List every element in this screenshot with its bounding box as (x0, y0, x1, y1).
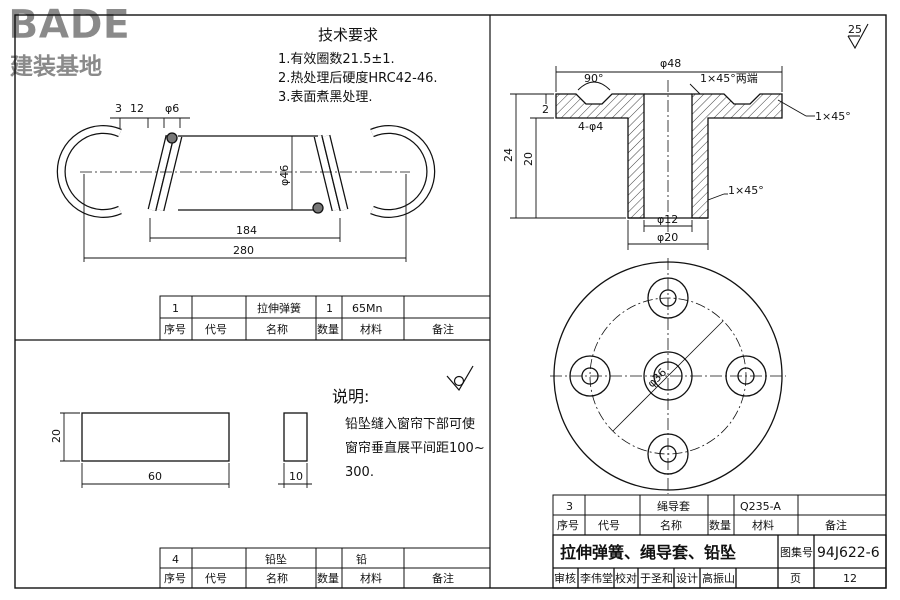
spring-drawing (56, 125, 436, 218)
roughness-value: 25 (848, 23, 862, 36)
table3-header-no: 序号 (557, 518, 579, 532)
table3-header-name: 名称 (660, 518, 682, 532)
table3-header-note: 备注 (825, 518, 847, 532)
spring-dim-12: 12 (130, 102, 144, 115)
logo-subtitle: 建装基地 (10, 54, 102, 80)
checker-signature: 于圣和 (640, 572, 673, 585)
spring-dim-184: 184 (236, 224, 257, 237)
table1-qty: 1 (326, 302, 333, 315)
roughness-icon (847, 23, 869, 50)
weight-dim-height: 20 (50, 429, 63, 443)
surface-finish-icon (446, 365, 474, 392)
designer-signature: 高振山 (702, 571, 735, 585)
weight-dim-thick: 10 (289, 470, 303, 483)
table2-header-material: 材料 (360, 571, 382, 585)
table2-header-note: 备注 (432, 571, 454, 585)
spring-dim-280: 280 (233, 244, 254, 257)
design-label: 设计 (676, 572, 698, 585)
guide-dim-inner: φ12 (657, 213, 678, 226)
guide-dim-2: 2 (542, 103, 549, 116)
table2-material: 铅 (356, 552, 367, 566)
table2-header-name: 名称 (266, 571, 288, 585)
guide-sleeve-plan (550, 258, 786, 494)
guide-sleeve-dimensions (510, 66, 815, 250)
reviewer-signature: 李伟堂 (580, 571, 613, 585)
table3-no: 3 (566, 500, 573, 513)
table1-header-note: 备注 (432, 322, 454, 336)
drawing-title: 拉伸弹簧、绳导套、铅坠 (560, 543, 736, 562)
spring-dim-wire: φ6 (165, 102, 179, 115)
table1-header-material: 材料 (360, 322, 382, 336)
table3-header-material: 材料 (752, 518, 774, 532)
atlas-number: 94J622-6 (817, 545, 880, 561)
lead-weight-drawing (60, 412, 312, 488)
guide-dim-chamfer-b: 1×45° (728, 184, 764, 197)
table1-material: 65Mn (352, 302, 382, 315)
guide-dim-shank: φ20 (657, 231, 678, 244)
guide-dim-outer: φ48 (660, 57, 681, 70)
table3-header-qty: 数量 (709, 519, 731, 532)
table1-header-qty: 数量 (317, 323, 339, 336)
table3-material: Q235-A (740, 500, 781, 513)
technical-requirements: 技术要求 1.有效圈数21.5±1. 2.热处理后硬度HRC42-46. 3.表… (278, 26, 438, 105)
review-label: 审核 (554, 571, 576, 585)
tech-req-title: 技术要求 (318, 26, 378, 44)
bade-logo: BADE 建装基地 (8, 2, 130, 80)
note-title: 说明: (332, 387, 369, 406)
title-block (552, 534, 887, 589)
table3-name: 绳导套 (657, 499, 690, 513)
guide-sleeve-section (555, 80, 783, 232)
page-number: 12 (843, 572, 857, 585)
logo-brand: BADE (8, 2, 130, 48)
guide-dim-chamfer-both: 1×45°两端 (700, 72, 758, 85)
parts-table-spring (159, 295, 491, 341)
note-line: 铅坠缝入窗帘下部可使 (345, 416, 475, 432)
table2-name: 铅坠 (265, 552, 287, 566)
page-label: 页 (790, 572, 801, 585)
tech-req-item: 1.有效圈数21.5±1. (278, 52, 395, 67)
note-block: 说明: 铅坠缝入窗帘下部可使 窗帘垂直展平间距100~ 300. (332, 387, 485, 480)
guide-dim-angle: 90° (584, 72, 604, 85)
table2-no: 4 (172, 553, 179, 566)
weight-dim-length: 60 (148, 470, 162, 483)
atlas-label: 图集号 (780, 545, 813, 559)
guide-dim-chamfer-r: 1×45° (815, 110, 851, 123)
guide-dim-holes: 4-φ4 (578, 120, 603, 133)
table1-header-no: 序号 (164, 322, 186, 336)
spring-dim-3: 3 (115, 102, 122, 115)
spring-dimensions (83, 117, 407, 262)
spring-dim-diameter: φ46 (278, 165, 291, 186)
table1-name: 拉伸弹簧 (257, 301, 301, 315)
parts-table-weight (159, 547, 491, 589)
guide-dim-24: 24 (502, 148, 515, 162)
table2-header-code: 代号 (205, 572, 227, 585)
table1-header-code: 代号 (205, 323, 227, 336)
check-label: 校对 (615, 571, 637, 585)
table2-header-no: 序号 (164, 571, 186, 585)
note-line: 300. (345, 465, 374, 480)
table1-header-name: 名称 (266, 322, 288, 336)
tech-req-item: 2.热处理后硬度HRC42-46. (278, 70, 438, 86)
tech-req-item: 3.表面煮黑处理. (278, 90, 373, 105)
table3-header-code: 代号 (598, 519, 620, 532)
guide-dim-20: 20 (522, 152, 535, 166)
note-line: 窗帘垂直展平间距100~ (345, 440, 485, 456)
table2-header-qty: 数量 (317, 572, 339, 585)
plan-dim-pcd: φ36 (645, 366, 669, 390)
table1-no: 1 (172, 302, 179, 315)
